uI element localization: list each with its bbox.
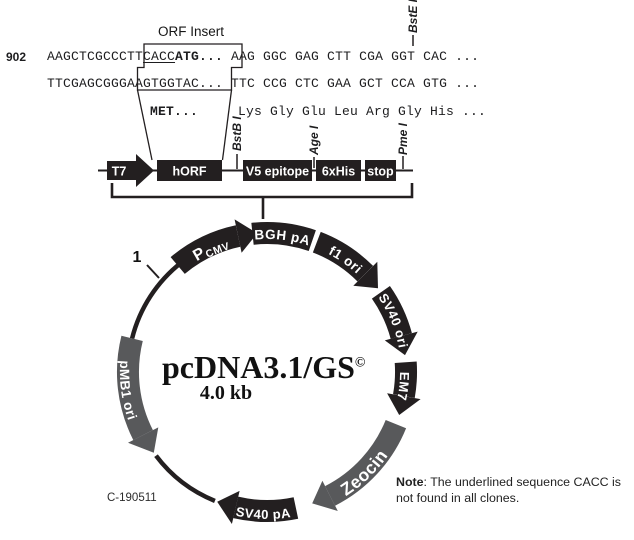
bottom-strand-sequence: TTCGAGCGGGAAGTGGTAC... TTC CCG CTC GAA GC… [47, 76, 479, 91]
em7-band [393, 361, 418, 399]
bottom-strand-seq: TTCGAGCGGGAAGTGGTAC... [47, 76, 224, 91]
start-codon: ATG... [175, 49, 224, 64]
zeocin-label: Zeocin [337, 446, 392, 500]
funnel-right-line [221, 89, 233, 161]
sv40-pa-label: SV40 pA [235, 504, 292, 522]
catalog-number: C-190511 [107, 492, 157, 504]
sequence-position: 902 [6, 50, 27, 64]
top-strand-sequence: AAGCTCGCCCTTCACCATG... AAG GGC GAG CTT CG… [47, 49, 479, 64]
t7-label: T7 [112, 165, 127, 179]
pcmv-arrowhead [234, 219, 258, 253]
zeocin-arrowhead [312, 480, 338, 511]
stop-label: stop [367, 165, 394, 179]
bste2-site-label: BstE II [406, 0, 420, 33]
pmb1-ori-band [116, 335, 154, 441]
his6-box [316, 160, 361, 181]
amino-acid-residues: Lys Gly Glu Leu Arg Gly His ... [238, 104, 487, 119]
em7-arrowhead [387, 393, 421, 415]
orf-insert-box [136, 43, 243, 91]
met-label: MET... [150, 104, 199, 119]
top-strand-codons: AAG GGC GAG CTT CGA GGT CAC ... [231, 49, 480, 64]
zeocin-band [324, 419, 407, 506]
plasmid-size: 4.0 kb [199, 382, 253, 404]
v5-epitope-label: V5 epitope [246, 165, 309, 179]
v5-epitope-box [243, 160, 312, 181]
position-1-tick [146, 264, 160, 279]
orf-insert-label: ORF Insert [158, 24, 225, 39]
position-1-label: 1 [133, 249, 142, 266]
horf-label: hORF [172, 165, 206, 179]
pmb1-ori-arrowhead [128, 427, 159, 453]
em7-label: EM7 [394, 372, 412, 402]
underlined-cacc: CACC [143, 49, 176, 64]
sv40-ori-arrowhead [384, 331, 418, 356]
cassette-bracket [110, 183, 414, 199]
sv40-pa-arrowhead [217, 490, 240, 524]
age1-site-label: Age I [307, 125, 321, 156]
stop-box [365, 160, 396, 181]
t7-promoter-arrow [107, 154, 154, 187]
translation-line: MET... Lys Gly Glu Leu Arg Gly His ... [150, 104, 486, 119]
f1-ori-arrowhead [353, 261, 378, 289]
top-strand-prefix: AAGCTCGCCCTT [47, 49, 144, 64]
horf-box [157, 160, 222, 181]
sv40-pa-band [233, 496, 299, 522]
pme1-site-label: Pme I [396, 122, 410, 155]
bgh-pa-band [251, 222, 316, 252]
note-label: Note [396, 475, 424, 489]
sv40-ori-band [371, 285, 412, 340]
bstb1-site-label: BstB I [230, 116, 244, 151]
bottom-strand-codons: TTC CCG CTC GAA GCT CCA GTG ... [231, 76, 480, 91]
his6-label: 6xHis [322, 165, 355, 179]
f1-ori-band [312, 231, 374, 282]
backbone-arc-upper-left [129, 260, 183, 339]
plasmid-name: pcDNA3.1/GS© [162, 349, 366, 385]
footnote: Note: The underlined sequence CACC is no… [396, 474, 632, 506]
trademark-symbol: © [354, 355, 366, 371]
note-text: : The underlined sequence CACC is not fo… [396, 475, 621, 505]
pcmv-band [170, 225, 241, 275]
backbone-arc-bottom-left [154, 454, 216, 503]
funnel-left-line [136, 89, 153, 161]
